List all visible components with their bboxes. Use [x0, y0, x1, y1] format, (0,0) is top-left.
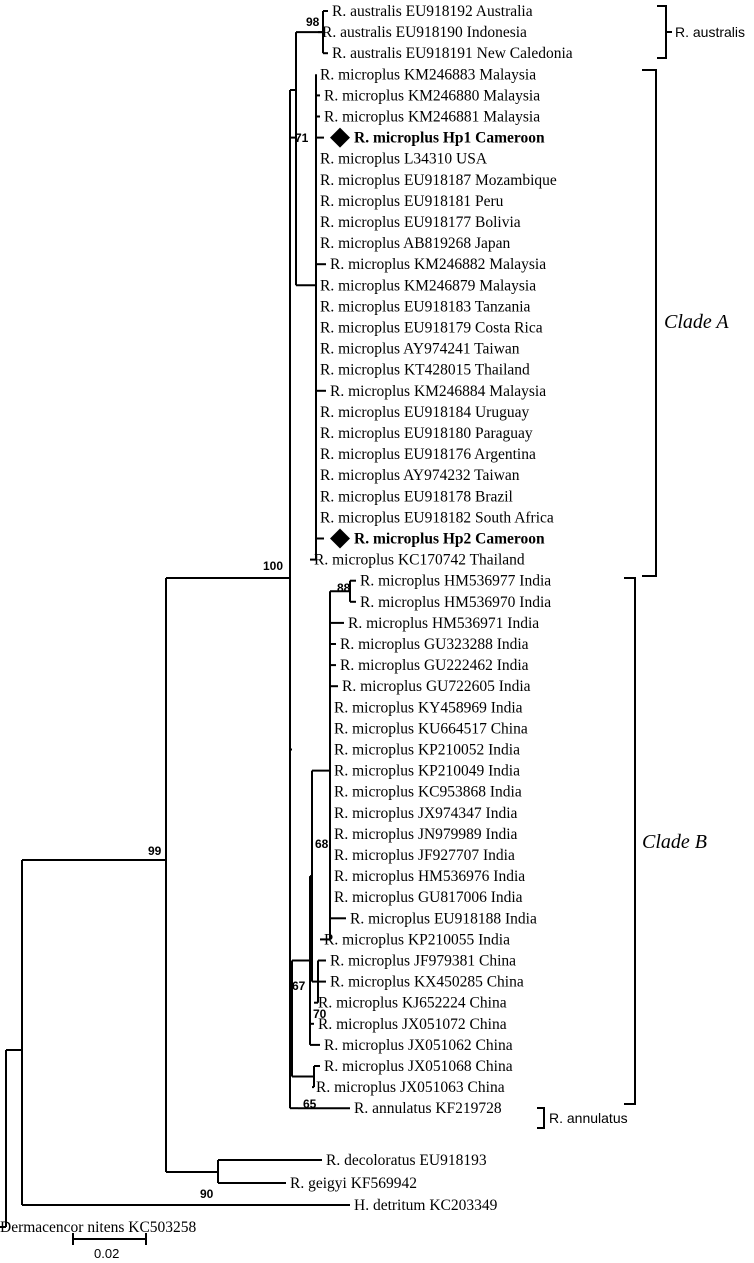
leaf-label: R. microplus JX051062 China — [324, 1037, 513, 1054]
leaf-label: R. microplus JF927707 India — [334, 847, 515, 864]
leaf-label: R. microplus KC170742 Thailand — [314, 552, 525, 569]
leaf-label: R. microplus HM536977 India — [360, 573, 551, 590]
leaf-label: R. microplus EU918184 Uruguay — [320, 404, 529, 421]
leaf-label: R. microplus EU918187 Mozambique — [320, 172, 557, 189]
tree-branches — [0, 10, 356, 1228]
leaf-label: R. microplus KP210049 India — [334, 763, 520, 780]
leaf-label: R. microplus HM536971 India — [348, 615, 539, 632]
leaf-label: R. microplus L34310 USA — [320, 151, 488, 168]
bootstrap-decoloratus-geigyi: 90 — [200, 1187, 214, 1201]
leaf-label: R. microplus AY974241 Taiwan — [320, 341, 520, 358]
leaf-label: R. microplus GU817006 India — [334, 889, 523, 906]
leaf-label: R. microplus KM246881 Malaysia — [324, 109, 540, 126]
leaf-label: R. microplus EU918183 Tanzania — [320, 298, 531, 315]
bracket-clade-b — [624, 577, 636, 1105]
leaf-label: R. microplus EU918176 Argentina — [320, 446, 536, 463]
bracket-australis — [657, 5, 667, 59]
bootstrap-china-group: 67 — [292, 979, 306, 993]
leaf-label: R. microplus GU222462 India — [340, 657, 529, 674]
scale-bar-label: 0.02 — [94, 1246, 119, 1261]
leaf-label: R. microplus JN979989 India — [334, 826, 518, 843]
leaf-label: R. australis EU918190 Indonesia — [322, 24, 527, 41]
group-label-australis: R. australis — [675, 24, 745, 40]
leaf-label: R. microplus JX051068 China — [324, 1058, 513, 1075]
leaf-label: R. microplus KM246883 Malaysia — [320, 66, 536, 83]
leaf-label: R. microplus HM536976 India — [334, 868, 525, 885]
leaf-label: R. microplus GU722605 India — [342, 678, 531, 695]
bootstrap-values: 98 71 100 88 68 67 70 65 99 90 — [148, 15, 351, 1201]
leaf-label: R. microplus KM246879 Malaysia — [320, 277, 536, 294]
leaf-label: R. microplus AB819268 Japan — [320, 235, 511, 252]
leaf-label: R. microplus KP210052 India — [334, 742, 520, 759]
leaf-label: R. microplus EU918180 Paraguay — [320, 425, 533, 442]
leaf-label: R. microplus EU918177 Bolivia — [320, 214, 521, 231]
bootstrap-australis: 98 — [306, 15, 320, 29]
leaf-label: R. microplus Hp2 Cameroon — [354, 531, 545, 548]
leaf-label: R. microplus HM536970 India — [360, 594, 551, 611]
leaf-label: R. microplus JF979381 China — [330, 953, 516, 970]
group-label-annulatus: R. annulatus — [549, 1110, 628, 1126]
leaf-label: R. microplus KY458969 India — [334, 699, 523, 716]
diamond-marker-icon — [330, 528, 350, 549]
leaf-label: R. microplus EU918188 India — [350, 910, 537, 927]
leaf-label: R. microplus KP210055 India — [324, 931, 510, 948]
leaf-label: R. microplus KM246884 Malaysia — [330, 383, 546, 400]
bootstrap-microplus: 100 — [263, 559, 283, 573]
highlight-markers — [330, 127, 350, 549]
leaf-label: R. microplus EU918181 Peru — [320, 193, 504, 210]
diamond-marker-icon — [330, 127, 350, 148]
leaf-label: R. microplus KU664517 China — [334, 720, 528, 737]
leaf-label: R. geigyi KF569942 — [290, 1175, 417, 1192]
leaf-label: R. australis EU918191 New Caledonia — [332, 45, 573, 62]
group-brackets: R. australis Clade A Clade B R. annulatu… — [537, 5, 745, 1129]
bootstrap-rhipicephalus: 99 — [148, 844, 162, 858]
bootstrap-india-pair: 88 — [337, 581, 351, 595]
leaf-label: R. annulatus KF219728 — [354, 1100, 502, 1117]
leaf-label: R. microplus GU323288 India — [340, 636, 529, 653]
leaf-label: R. microplus JX974347 India — [334, 805, 518, 822]
bootstrap-clade-b-inner: 68 — [315, 837, 329, 851]
leaf-label: R. microplus EU918182 South Africa — [320, 509, 554, 526]
scale-bar: 0.02 — [72, 1233, 147, 1261]
leaf-label: R. microplus KM246880 Malaysia — [324, 87, 540, 104]
leaf-label: R. decoloratus EU918193 — [326, 1152, 487, 1169]
leaf-label: R. microplus JX051072 China — [318, 1016, 507, 1033]
leaf-label: R. microplus KJ652224 China — [318, 995, 507, 1012]
bootstrap-clade-a: 71 — [295, 131, 309, 145]
leaf-label: R. microplus KT428015 Thailand — [320, 362, 530, 379]
leaf-label: R. australis EU918192 Australia — [332, 3, 533, 20]
leaf-label: R. microplus KX450285 China — [330, 974, 524, 991]
leaf-label: R. microplus JX051063 China — [316, 1079, 505, 1096]
bracket-clade-a — [642, 69, 657, 577]
bracket-annulatus — [537, 1107, 545, 1129]
leaf-label: Dermacencor nitens KC503258 — [0, 1219, 197, 1236]
group-label-clade-b: Clade B — [642, 831, 707, 853]
leaf-label: R. microplus AY974232 Taiwan — [320, 467, 520, 484]
group-label-clade-a: Clade A — [664, 311, 729, 333]
leaf-label: R. microplus KM246882 Malaysia — [330, 256, 546, 273]
leaf-label: R. microplus EU918179 Costa Rica — [320, 320, 543, 337]
leaf-label: H. detritum KC203349 — [354, 1197, 498, 1214]
bootstrap-china-base: 65 — [303, 1097, 317, 1111]
leaf-labels: R. australis EU918192 Australia R. austra… — [0, 3, 573, 1236]
leaf-label: R. microplus Hp1 Cameroon — [354, 130, 545, 147]
bootstrap-china-sub: 70 — [313, 1007, 327, 1021]
leaf-label: R. microplus EU918178 Brazil — [320, 488, 513, 505]
leaf-label: R. microplus KC953868 India — [334, 784, 522, 801]
